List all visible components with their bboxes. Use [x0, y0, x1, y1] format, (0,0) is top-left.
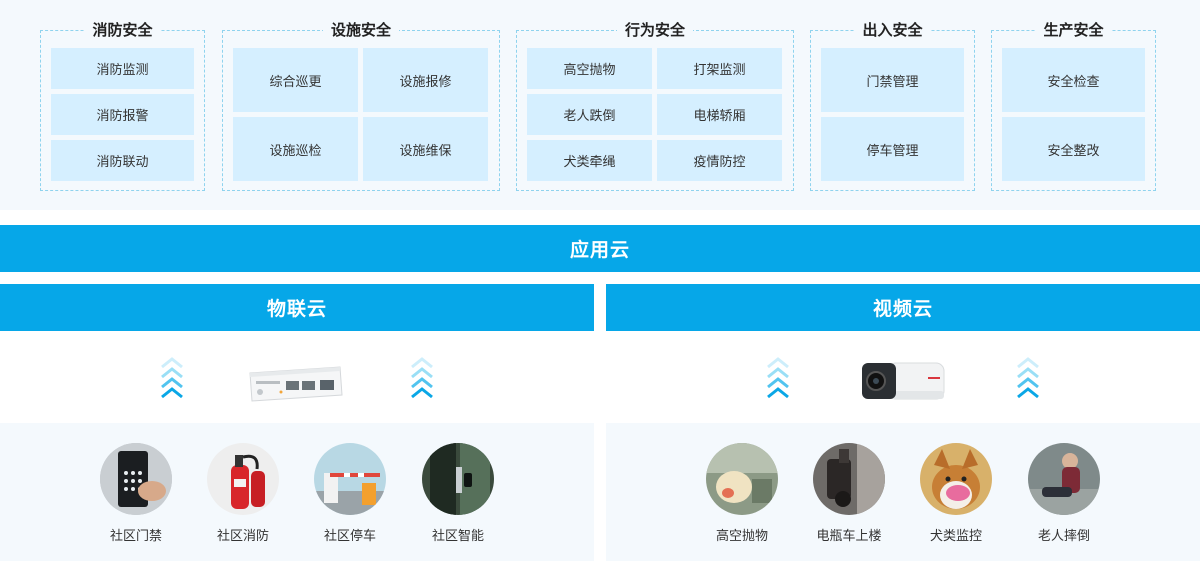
scene-dog-monitor[interactable]: 犬类监控	[918, 443, 994, 544]
iot-cloud-bar[interactable]: 物联云	[0, 284, 594, 331]
cell-epidemic-control[interactable]: 疫情防控	[657, 140, 782, 181]
e-bike-elevator-icon	[813, 443, 885, 515]
elder-fall-icon	[1028, 443, 1100, 515]
scene-label: 社区门禁	[109, 529, 162, 544]
parking-barrier-icon	[314, 443, 386, 515]
scene-community-access[interactable]: 社区门禁	[98, 443, 174, 544]
iot-device-zone	[0, 331, 594, 423]
fire-extinguisher-icon	[207, 443, 279, 515]
cell-repair[interactable]: 设施报修	[363, 48, 488, 112]
dog-muzzle-icon	[920, 443, 992, 515]
cell-safety-rectify[interactable]: 安全整改	[1002, 117, 1145, 181]
group-behavior-safety: 行为安全 高空抛物 打架监测 老人跌倒 电梯轿厢 犬类牵绳 疫情防控	[516, 18, 794, 191]
group-title: 生产安全	[1035, 18, 1112, 42]
cell-maintenance[interactable]: 设施维保	[363, 117, 488, 181]
chevron-up-stack-icon	[1017, 357, 1039, 399]
scene-community-smart[interactable]: 社区智能	[420, 443, 496, 544]
cell-inspection[interactable]: 设施巡检	[233, 117, 358, 181]
scene-ebike-upstairs[interactable]: 电瓶车上楼	[811, 443, 887, 544]
scene-community-fire[interactable]: 社区消防	[205, 443, 281, 544]
group-title: 消防安全	[84, 18, 161, 42]
iot-scenes-panel: 社区门禁 社区消防 社区停	[0, 423, 594, 561]
group-title: 行为安全	[616, 18, 694, 42]
cell-parking-management[interactable]: 停车管理	[821, 117, 964, 181]
smart-door-icon	[422, 443, 494, 515]
group-fire-safety: 消防安全 消防监测 消防报警 消防联动	[40, 18, 205, 191]
group-title: 出入安全	[854, 18, 931, 42]
cell-fire-linkage[interactable]: 消防联动	[51, 140, 194, 181]
safety-groups-panel: 消防安全 消防监测 消防报警 消防联动 设施安全 综合巡更 设施报修 设施巡检 …	[0, 0, 1200, 210]
cell-dog-leash[interactable]: 犬类牵绳	[527, 140, 652, 181]
cell-access-control[interactable]: 门禁管理	[821, 48, 964, 112]
scene-label: 老人摔倒	[1037, 529, 1090, 544]
scene-elder-fall[interactable]: 老人摔倒	[1026, 443, 1102, 544]
scene-label: 电瓶车上楼	[816, 529, 882, 544]
scene-label: 社区消防	[216, 529, 269, 544]
bullet-camera-icon	[862, 362, 945, 400]
scene-label: 高空抛物	[715, 529, 768, 544]
cell-patrol[interactable]: 综合巡更	[233, 48, 358, 112]
group-production-safety: 生产安全 安全检查 安全整改	[991, 18, 1156, 191]
cell-fire-monitoring[interactable]: 消防监测	[51, 48, 194, 89]
falling-object-icon	[706, 443, 778, 515]
cell-fire-alarm[interactable]: 消防报警	[51, 94, 194, 135]
scene-label: 犬类监控	[929, 529, 982, 544]
keypad-access-icon	[100, 443, 172, 515]
video-cloud-bar[interactable]: 视频云	[606, 284, 1200, 331]
chevron-up-stack-icon	[411, 357, 433, 399]
iot-gateway-icon	[249, 366, 343, 402]
group-facility-safety: 设施安全 综合巡更 设施报修 设施巡检 设施维保	[222, 18, 500, 191]
cell-elevator-car[interactable]: 电梯轿厢	[657, 94, 782, 135]
app-cloud-bar[interactable]: 应用云	[0, 225, 1200, 272]
group-access-safety: 出入安全 门禁管理 停车管理	[810, 18, 975, 191]
cell-safety-check[interactable]: 安全检查	[1002, 48, 1145, 112]
scene-label: 社区智能	[431, 529, 484, 544]
chevron-up-stack-icon	[161, 357, 183, 399]
chevron-up-stack-icon	[767, 357, 789, 399]
cell-elder-fall[interactable]: 老人跌倒	[527, 94, 652, 135]
cell-high-throw[interactable]: 高空抛物	[527, 48, 652, 89]
scene-high-throw[interactable]: 高空抛物	[704, 443, 780, 544]
group-title: 设施安全	[322, 18, 400, 42]
scene-label: 社区停车	[323, 529, 376, 544]
cell-fight-monitor[interactable]: 打架监测	[657, 48, 782, 89]
scene-community-parking[interactable]: 社区停车	[312, 443, 388, 544]
video-scenes-panel: 高空抛物 电瓶车上楼 犬类	[606, 423, 1200, 561]
video-device-zone	[606, 331, 1200, 423]
